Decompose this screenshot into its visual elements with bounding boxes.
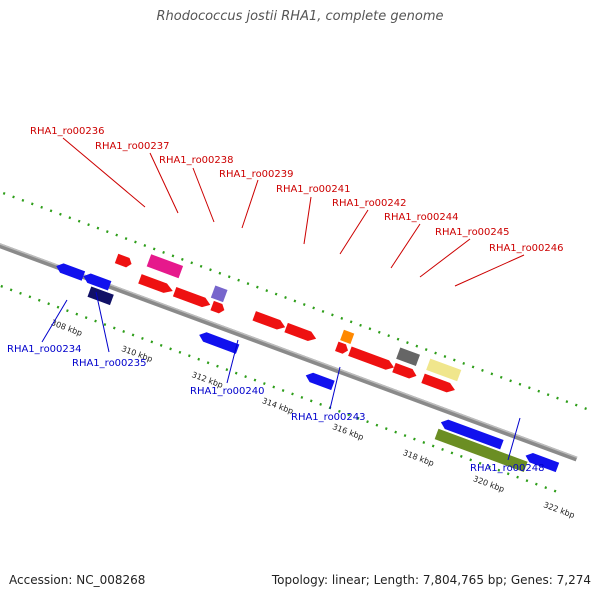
gene-ro00238-c[interactable] — [210, 300, 226, 315]
reverse-genes — [54, 261, 560, 473]
gene-ro00245-a[interactable] — [348, 346, 396, 373]
gene-ro00249[interactable] — [524, 451, 560, 473]
gene-label-ro00242[interactable]: RHA1_ro00242 — [332, 198, 407, 209]
reverse-label-group: RHA1_ro00234 RHA1_ro00235 RHA1_ro00240 R… — [7, 291, 545, 474]
map-title: Rhodococcus jostii RHA1, complete genome — [156, 9, 444, 24]
gene-ro00245-b[interactable] — [392, 362, 418, 381]
gene-ro00238-b[interactable] — [172, 287, 212, 310]
gene-ro00243[interactable] — [304, 371, 335, 391]
gene-ro00239[interactable] — [210, 285, 228, 303]
gene-label-ro00238[interactable]: RHA1_ro00238 — [159, 155, 234, 166]
gene-ro00236[interactable] — [114, 253, 133, 269]
gene-label-ro00246[interactable]: RHA1_ro00246 — [489, 243, 564, 254]
gene-ro00242[interactable] — [284, 322, 317, 343]
gene-label-ro00234[interactable]: RHA1_ro00234 — [7, 344, 82, 355]
reverse-tick-track — [0, 229, 564, 496]
gene-ro00245[interactable] — [396, 347, 421, 367]
genome-backbone — [0, 193, 578, 462]
forward-label-group: RHA1_ro00236 RHA1_ro00237 RHA1_ro00238 R… — [30, 126, 564, 287]
gene-label-ro00239[interactable]: RHA1_ro00239 — [219, 169, 294, 180]
gene-ro00241[interactable] — [252, 311, 286, 332]
gene-ro00247[interactable] — [439, 418, 504, 450]
gene-label-ro00244[interactable]: RHA1_ro00244 — [384, 212, 459, 223]
scale-label: 314 kbp — [261, 396, 295, 416]
scale-label: 316 kbp — [331, 422, 365, 442]
gene-ro00246-a[interactable] — [421, 373, 456, 395]
gene-ro00235-b[interactable] — [82, 271, 112, 291]
gene-label-ro00243[interactable]: RHA1_ro00243 — [291, 412, 366, 423]
gene-label-ro00241[interactable]: RHA1_ro00241 — [276, 184, 351, 195]
gene-ro00235[interactable] — [87, 286, 114, 306]
gene-ro00235-a[interactable] — [54, 261, 86, 281]
gene-ro00237[interactable] — [146, 254, 184, 279]
accession-text: Accession: NC_008268 — [9, 573, 146, 587]
scale-label: 322 kbp — [542, 500, 576, 520]
gene-label-ro00237[interactable]: RHA1_ro00237 — [95, 141, 170, 152]
gene-ro00240[interactable] — [197, 330, 240, 354]
genome-summary-text: Topology: linear; Length: 7,804,765 bp; … — [271, 573, 591, 587]
gene-ro00246[interactable] — [426, 358, 462, 382]
scale-label: 318 kbp — [402, 448, 436, 468]
gene-ro00244-b[interactable] — [335, 341, 350, 356]
gene-label-ro00240[interactable]: RHA1_ro00240 — [190, 386, 265, 397]
gene-label-ro00248[interactable]: RHA1_ro00248 — [470, 463, 545, 474]
gene-label-ro00245[interactable]: RHA1_ro00245 — [435, 227, 510, 238]
gene-ro00244[interactable] — [340, 329, 355, 344]
gene-label-ro00235[interactable]: RHA1_ro00235 — [72, 358, 147, 369]
gene-ro00248[interactable] — [434, 428, 528, 473]
scale-label: 320 kbp — [472, 474, 506, 494]
forward-genes — [114, 253, 462, 395]
gene-ro00238-a[interactable] — [138, 274, 174, 296]
forward-tick-track — [0, 167, 595, 413]
gene-label-ro00236[interactable]: RHA1_ro00236 — [30, 126, 105, 137]
